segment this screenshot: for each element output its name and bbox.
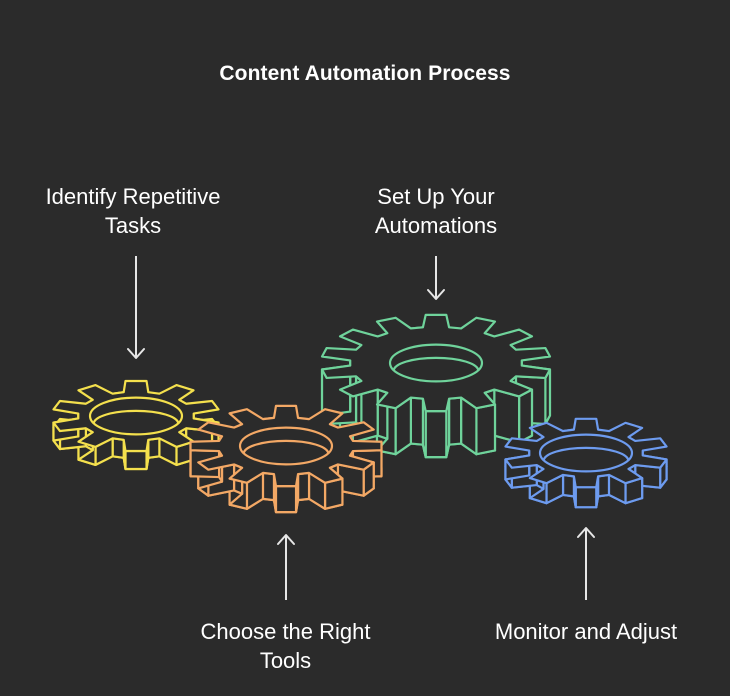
arrow-down-icon: [127, 256, 145, 359]
step-label-line: Set Up Your: [377, 184, 495, 209]
step-label-line: Identify Repetitive: [45, 184, 221, 209]
step-label-line: Tools: [259, 648, 312, 673]
gears-group: [52, 313, 668, 514]
arrow-up-icon: [277, 534, 295, 600]
step-label-line: Choose the Right: [200, 619, 371, 644]
gear-icon: [52, 379, 220, 471]
arrows-group: [127, 256, 595, 600]
gear-icon: [504, 417, 668, 509]
gear-icon: [189, 404, 383, 514]
gear-icon: [320, 313, 552, 459]
arrow-up-icon: [577, 527, 595, 600]
diagram-title: Content Automation Process: [219, 62, 511, 85]
step-label-line: Tasks: [104, 213, 162, 238]
step-label-identify: Identify Repetitive Tasks: [13, 182, 253, 240]
step-label-monitor: Monitor and Adjust: [456, 617, 716, 646]
step-label-setup: Set Up Your Automations: [316, 182, 556, 240]
arrow-down-icon: [427, 256, 445, 300]
step-label-line: Monitor and Adjust: [494, 619, 678, 644]
step-label-choose: Choose the Right Tools: [163, 617, 408, 675]
step-label-line: Automations: [374, 213, 498, 238]
